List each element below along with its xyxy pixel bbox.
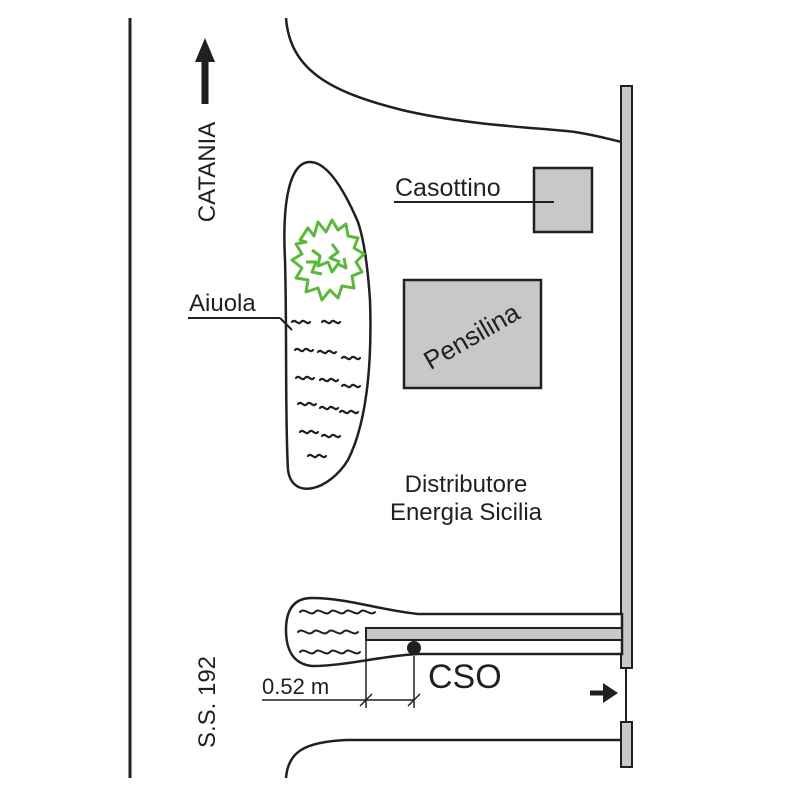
guard-rail <box>365 627 623 641</box>
direction-label: CATANIA <box>194 122 221 222</box>
casottino-label: Casottino <box>395 174 501 202</box>
right-wall-lower-bar <box>620 721 633 768</box>
distributore-label-line1: Distributore <box>405 471 528 498</box>
bottom-boundary-curve <box>284 738 622 779</box>
island-hatch-icon <box>297 609 376 655</box>
entrance-arrow-icon <box>590 683 618 703</box>
aiuola-label: Aiuola <box>189 290 256 317</box>
cso-sensor-point <box>407 641 421 655</box>
pensilina-canopy <box>402 278 543 390</box>
aiuola-leader-tick <box>279 317 293 331</box>
cso-label: CSO <box>428 658 502 696</box>
casottino-building <box>532 166 594 234</box>
distributore-label-line2: Energia Sicilia <box>390 499 543 526</box>
north-arrow-icon <box>195 38 215 104</box>
top-boundary-curve <box>284 17 623 144</box>
tree-icon <box>290 218 366 302</box>
road-label: S.S. 192 <box>194 656 221 748</box>
dimension-marker <box>262 640 421 708</box>
dimension-label: 0.52 m <box>262 674 329 699</box>
shrubs-icon <box>290 319 362 459</box>
aiuola-flowerbed <box>283 160 372 490</box>
right-wall-bar <box>620 85 633 669</box>
